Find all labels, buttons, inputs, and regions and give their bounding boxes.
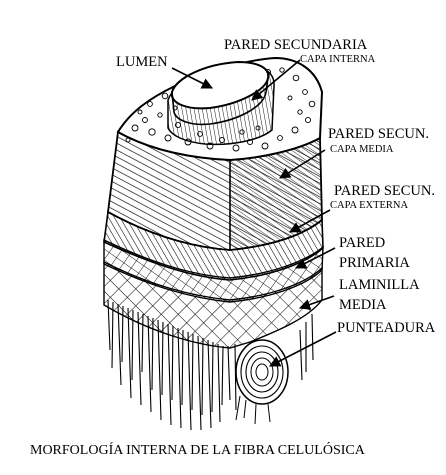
label-capa-externa: CAPA EXTERNA [330,200,409,211]
arrow-capa-externa [289,209,331,233]
label-pared-secun-externa: PARED SECUN. [334,183,435,199]
diagram-caption: MORFOLOGÍA INTERNA DE LA FIBRA CELULÓSIC… [30,443,365,458]
label-media: MEDIA [339,297,387,313]
arrow-capa-media [279,149,326,179]
punteadura-pit [235,339,289,425]
arrow-laminilla-media [298,295,335,310]
label-punteadura: PUNTEADURA [337,320,436,336]
label-pared-secundaria: PARED SECUNDARIA [224,37,368,53]
arrow-pared-primaria [295,247,336,269]
label-laminilla: LAMINILLA [339,277,420,293]
arrow-capa-interna [251,59,301,101]
leader-arrows [171,59,337,367]
arrow-punteadura [269,331,337,367]
label-capa-media: CAPA MEDIA [330,144,394,155]
label-lumen: LUMEN [116,54,168,70]
label-primaria: PRIMARIA [339,255,410,271]
label-capa-interna: CAPA INTERNA [300,54,376,65]
arrow-lumen [171,67,214,89]
fibril-fringe [107,299,314,431]
label-pared: PARED [339,235,386,251]
label-pared-secun-media: PARED SECUN. [328,126,429,142]
